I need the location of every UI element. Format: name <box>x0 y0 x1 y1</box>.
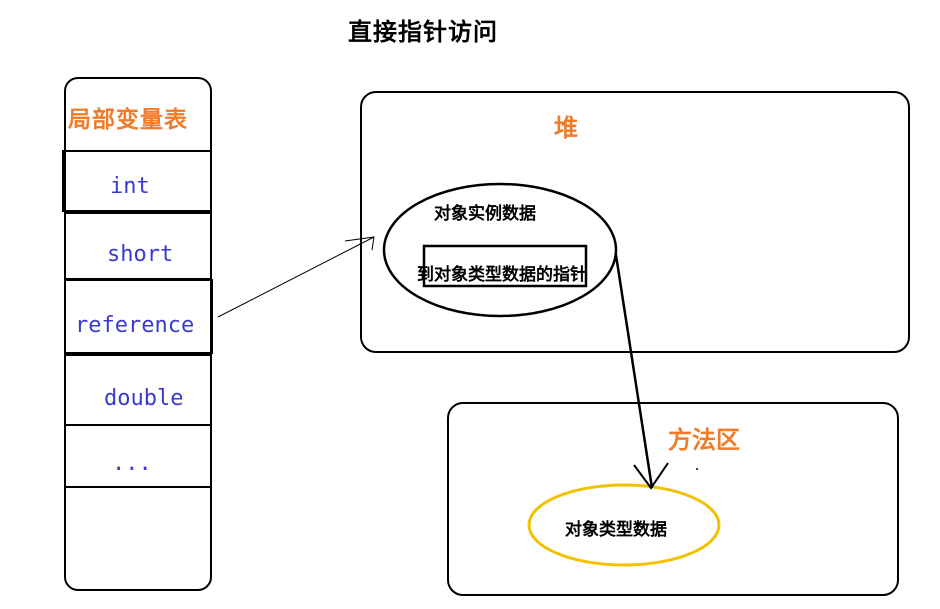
row-reference-box <box>64 279 213 354</box>
pointer-arrow-line <box>614 254 654 489</box>
pointer-arrow-head <box>633 462 669 490</box>
reference-arrow-line <box>217 236 375 318</box>
row-divider <box>64 354 212 356</box>
type-data-ellipse <box>527 483 721 567</box>
object-type-data-label: 对象类型数据 <box>565 520 667 540</box>
object-instance-ellipse <box>382 182 618 318</box>
row-divider <box>64 486 212 488</box>
row-divider <box>64 212 212 214</box>
local-variable-table-title: 局部变量表 <box>68 107 188 133</box>
stray-dot <box>696 468 698 470</box>
row-int-label: int <box>110 174 150 199</box>
pointer-label: 到对象类型数据的指针 <box>417 265 587 285</box>
row-int-box <box>62 150 212 212</box>
heap-region <box>360 91 910 353</box>
row-double-label: double <box>104 386 184 411</box>
object-instance-data-label: 对象实例数据 <box>434 204 536 224</box>
row-reference-label: reference <box>75 313 195 338</box>
method-area-region <box>447 402 899 596</box>
diagram-title: 直接指针访问 <box>348 18 498 46</box>
pointer-box <box>422 244 588 288</box>
reference-arrow-head <box>344 236 375 251</box>
row-ellipsis-label: ... <box>112 451 152 476</box>
heap-label: 堆 <box>554 114 578 142</box>
row-divider <box>64 424 212 426</box>
method-area-label: 方法区 <box>668 426 740 454</box>
row-short-label: short <box>107 242 174 267</box>
